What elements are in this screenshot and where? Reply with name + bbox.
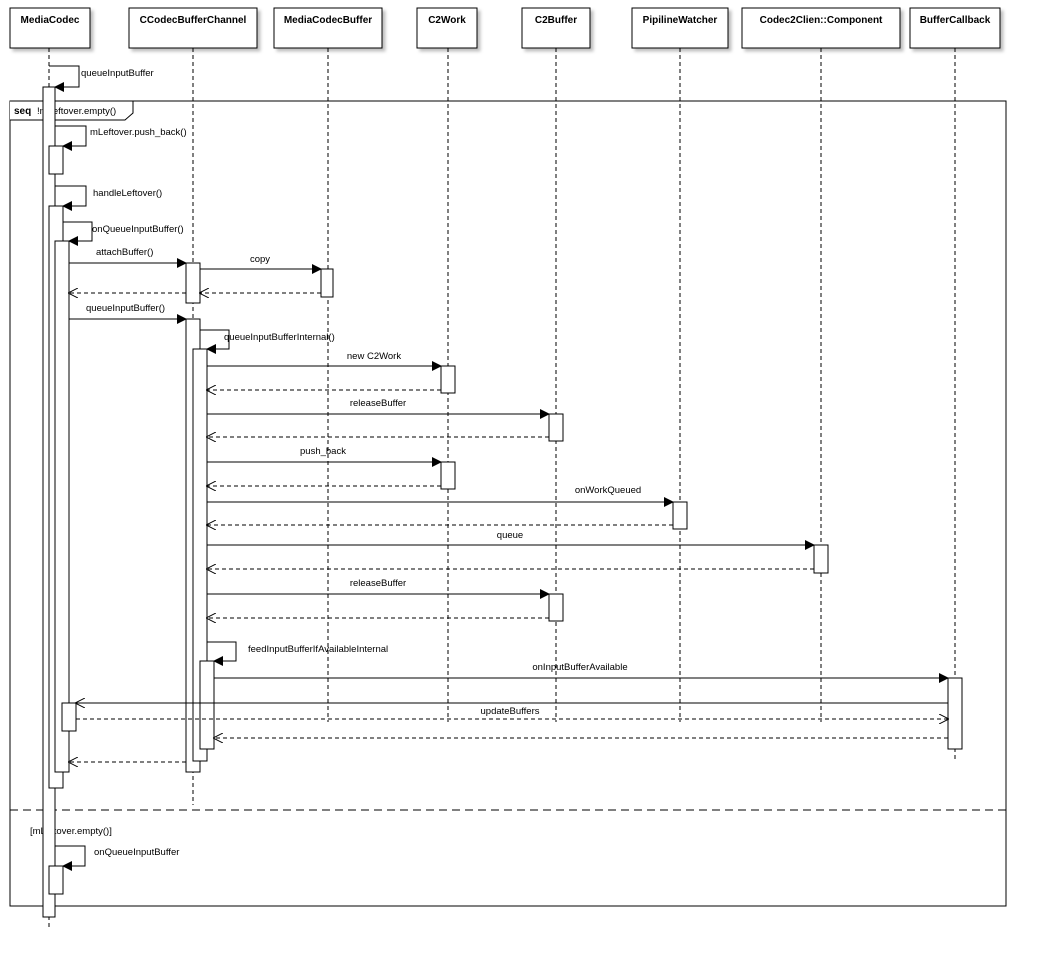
activation-channel-feed xyxy=(199,660,215,750)
participant-c2buffer: C2Buffer xyxy=(521,7,591,49)
msg-onqueueinputbuffer xyxy=(63,221,93,246)
participant-label: PipilineWatcher xyxy=(643,15,718,26)
label-queueinputbuffer-call: queueInputBuffer() xyxy=(86,303,165,314)
call-messages xyxy=(69,258,949,703)
activation-mediacodec-update xyxy=(61,702,77,732)
return-messages xyxy=(69,293,948,762)
msg-pushback xyxy=(55,125,87,151)
fragment-guard-2: [mLeftover.empty()] xyxy=(30,826,112,837)
label-new-c2work: new C2Work xyxy=(347,351,401,362)
label-attachbuffer: attachBuffer() xyxy=(96,247,153,258)
msg-queueinputbuffer xyxy=(49,65,80,92)
participant-codec2clien-component: Codec2Clien::Component xyxy=(741,7,901,49)
label-oninputbufferavailable: onInputBufferAvailable xyxy=(532,662,627,673)
activation-channel-attach xyxy=(185,262,201,304)
participant-pipilinewatcher: PipilineWatcher xyxy=(631,7,729,49)
activation-channel-internal xyxy=(192,348,208,762)
lifelines xyxy=(48,48,956,930)
activation-callback xyxy=(947,677,963,750)
participant-buffercallback: BufferCallback xyxy=(909,7,1001,49)
participant-mediacodec: MediaCodec xyxy=(9,7,91,49)
label-queue: queue xyxy=(497,530,523,541)
label-feedinput: feedInputBufferIfAvailableInternal xyxy=(248,644,388,655)
participant-c2work: C2Work xyxy=(416,7,478,49)
label-queueinternal: queueInputBufferInternal() xyxy=(224,332,335,343)
self-messages xyxy=(49,65,237,871)
label-handleleftover: handleLeftover() xyxy=(93,188,162,199)
participant-label: CCodecBufferChannel xyxy=(140,15,247,26)
msg-onqueue2 xyxy=(55,845,86,871)
msg-queueinternal xyxy=(200,329,230,354)
activation-c2buffer-1 xyxy=(548,413,564,442)
participant-mediacodecbuffer: MediaCodecBuffer xyxy=(273,7,383,49)
participant-label: MediaCodecBuffer xyxy=(284,15,372,26)
participant-label: MediaCodec xyxy=(21,15,80,26)
activation-c2buffer-2 xyxy=(548,593,564,622)
label-updatebuffers: updateBuffers xyxy=(481,706,540,717)
label-onworkqueued: onWorkQueued xyxy=(575,485,641,496)
label-pushback: mLeftover.push_back() xyxy=(90,127,187,138)
msg-feedinput xyxy=(207,641,237,666)
activation-mcbuffer xyxy=(320,268,334,298)
fragment-guard-1: !mLeftover.empty() xyxy=(37,106,116,117)
activation-mediacodec-pushback xyxy=(48,145,64,175)
activation-watcher xyxy=(672,501,688,530)
seq-fragment: seq !mLeftover.empty() [mLeftover.empty(… xyxy=(9,100,1007,907)
participant-label: Codec2Clien::Component xyxy=(760,15,883,26)
activation-mediacodec-onqueue2 xyxy=(48,865,64,895)
label-releasebuffer-2: releaseBuffer xyxy=(350,578,406,589)
activation-mediacodec-onqueue xyxy=(54,240,70,773)
label-releasebuffer-1: releaseBuffer xyxy=(350,398,406,409)
participant-label: C2Work xyxy=(428,15,466,26)
activations xyxy=(42,86,963,918)
label-onqueueinputbuffer: onQueueInputBuffer() xyxy=(92,224,184,235)
activation-c2work-new xyxy=(440,365,456,394)
message-labels: queueInputBuffer mLeftover.push_back() h… xyxy=(81,68,641,858)
fragment-keyword: seq xyxy=(14,106,31,117)
label-queueinputbuffer: queueInputBuffer xyxy=(81,68,154,79)
participant-ccodecbufferchannel: CCodecBufferChannel xyxy=(128,7,258,49)
activation-c2work-pushback xyxy=(440,461,456,490)
msg-handleleftover xyxy=(55,185,87,211)
label-pushback-call: push_back xyxy=(300,446,346,457)
activation-component xyxy=(813,544,829,574)
label-onqueue2: onQueueInputBuffer xyxy=(94,847,179,858)
participant-label: C2Buffer xyxy=(535,15,577,26)
label-copy: copy xyxy=(250,254,270,265)
participant-label: BufferCallback xyxy=(920,15,991,26)
